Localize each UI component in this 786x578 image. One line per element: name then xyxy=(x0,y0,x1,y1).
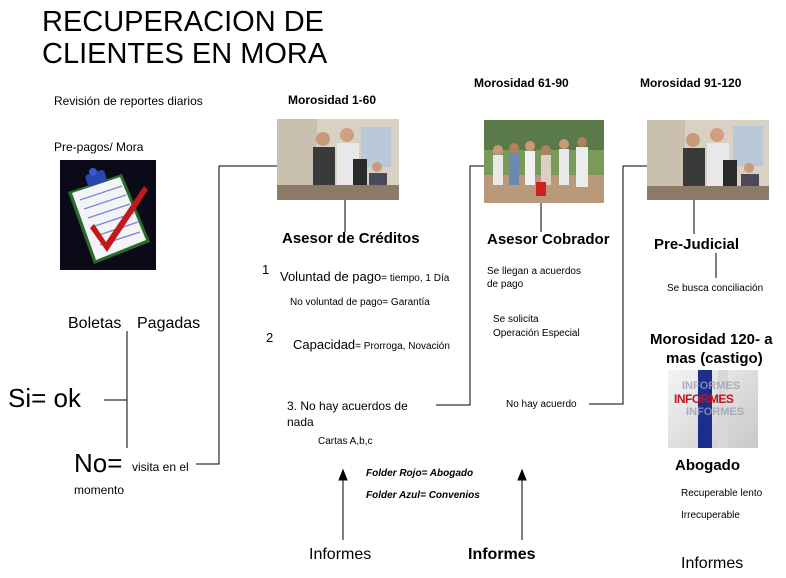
folder-azul-text: Folder Azul= Convenios xyxy=(366,490,480,501)
clipboard-check-icon xyxy=(60,160,156,270)
step1-number: 1 xyxy=(262,262,270,277)
visita-text: visita en el xyxy=(132,460,189,474)
conciliacion-text: Se busca conciliación xyxy=(667,283,764,294)
review-text: Revisión de reportes diarios xyxy=(54,94,203,108)
no-label: No= xyxy=(74,448,123,478)
momento-text: momento xyxy=(74,483,125,497)
informes-logo-shadow-top: INFORMES xyxy=(682,380,741,392)
step1-detail: = tiempo, 1 Día xyxy=(381,273,450,284)
col2-photo xyxy=(484,120,604,203)
step2-number: 2 xyxy=(266,330,274,345)
pagadas-label: Pagadas xyxy=(137,315,201,332)
operacion-text: Operación Especial xyxy=(493,328,580,339)
irrecuperable-text: Irrecuperable xyxy=(681,510,740,521)
informes-logo-image: INFORMES INFORMES INFORMES xyxy=(668,370,758,448)
col3-role: Pre-Judicial xyxy=(654,236,740,253)
col2-header: Morosidad 61-90 xyxy=(474,76,569,90)
col1-photo xyxy=(277,119,399,200)
step2-main: Capacidad xyxy=(293,337,356,352)
col3-informes: Informes xyxy=(681,555,744,572)
step3-line1: 3. No hay acuerdos de xyxy=(287,399,408,413)
informes-logo-text: INFORMES xyxy=(674,392,734,406)
page-title: RECUPERACION DE CLIENTES EN MORA xyxy=(42,6,328,70)
step3-to-col2-line xyxy=(436,165,484,406)
visita-to-col1-line xyxy=(196,165,277,465)
step2-detail: = Prorroga, Novación xyxy=(355,341,450,352)
noacuerdo-to-col3-line xyxy=(589,165,647,405)
col1-header: Morosidad 1-60 xyxy=(288,93,377,107)
si-ok-label: Si= ok xyxy=(8,383,81,413)
solicita-text: Se solicita xyxy=(493,314,539,325)
col1-role: Asesor de Créditos xyxy=(282,230,420,247)
step1-text: Voluntad de pago= tiempo, 1 Día xyxy=(280,269,449,285)
informes2-arrowhead xyxy=(517,468,527,481)
informes-logo-shadow-bottom: INFORMES xyxy=(686,406,745,418)
col2-role: Asesor Cobrador xyxy=(487,231,610,248)
informes1-arrowhead xyxy=(338,468,348,481)
boletas-label: Boletas xyxy=(68,315,122,332)
castigo-line2: mas (castigo) xyxy=(666,350,763,367)
col3-photo xyxy=(647,120,769,200)
cartas-text: Cartas A,b,c xyxy=(318,436,373,447)
col3-header: Morosidad 91-120 xyxy=(640,76,742,90)
recuperable-lento: Recuperable lento xyxy=(681,488,763,499)
step1-main: Voluntad de pago xyxy=(280,269,382,284)
step2-text: Capacidad= Prorroga, Novación xyxy=(293,337,450,353)
abogado-label: Abogado xyxy=(675,457,740,474)
acuerdos-text: Se llegan a acuerdos de pago xyxy=(487,266,581,290)
castigo-line1: Morosidad 120- a xyxy=(650,331,773,348)
prepagos-text: Pre-pagos/ Mora xyxy=(54,140,144,154)
step1-no-voluntad: No voluntad de pago= Garantía xyxy=(290,297,430,308)
col2-informes: Informes xyxy=(468,546,536,563)
col1-informes: Informes xyxy=(309,546,372,563)
step3-line2: nada xyxy=(287,415,314,429)
folder-rojo-text: Folder Rojo= Abogado xyxy=(366,468,474,479)
no-acuerdo-text: No hay acuerdo xyxy=(506,399,577,410)
